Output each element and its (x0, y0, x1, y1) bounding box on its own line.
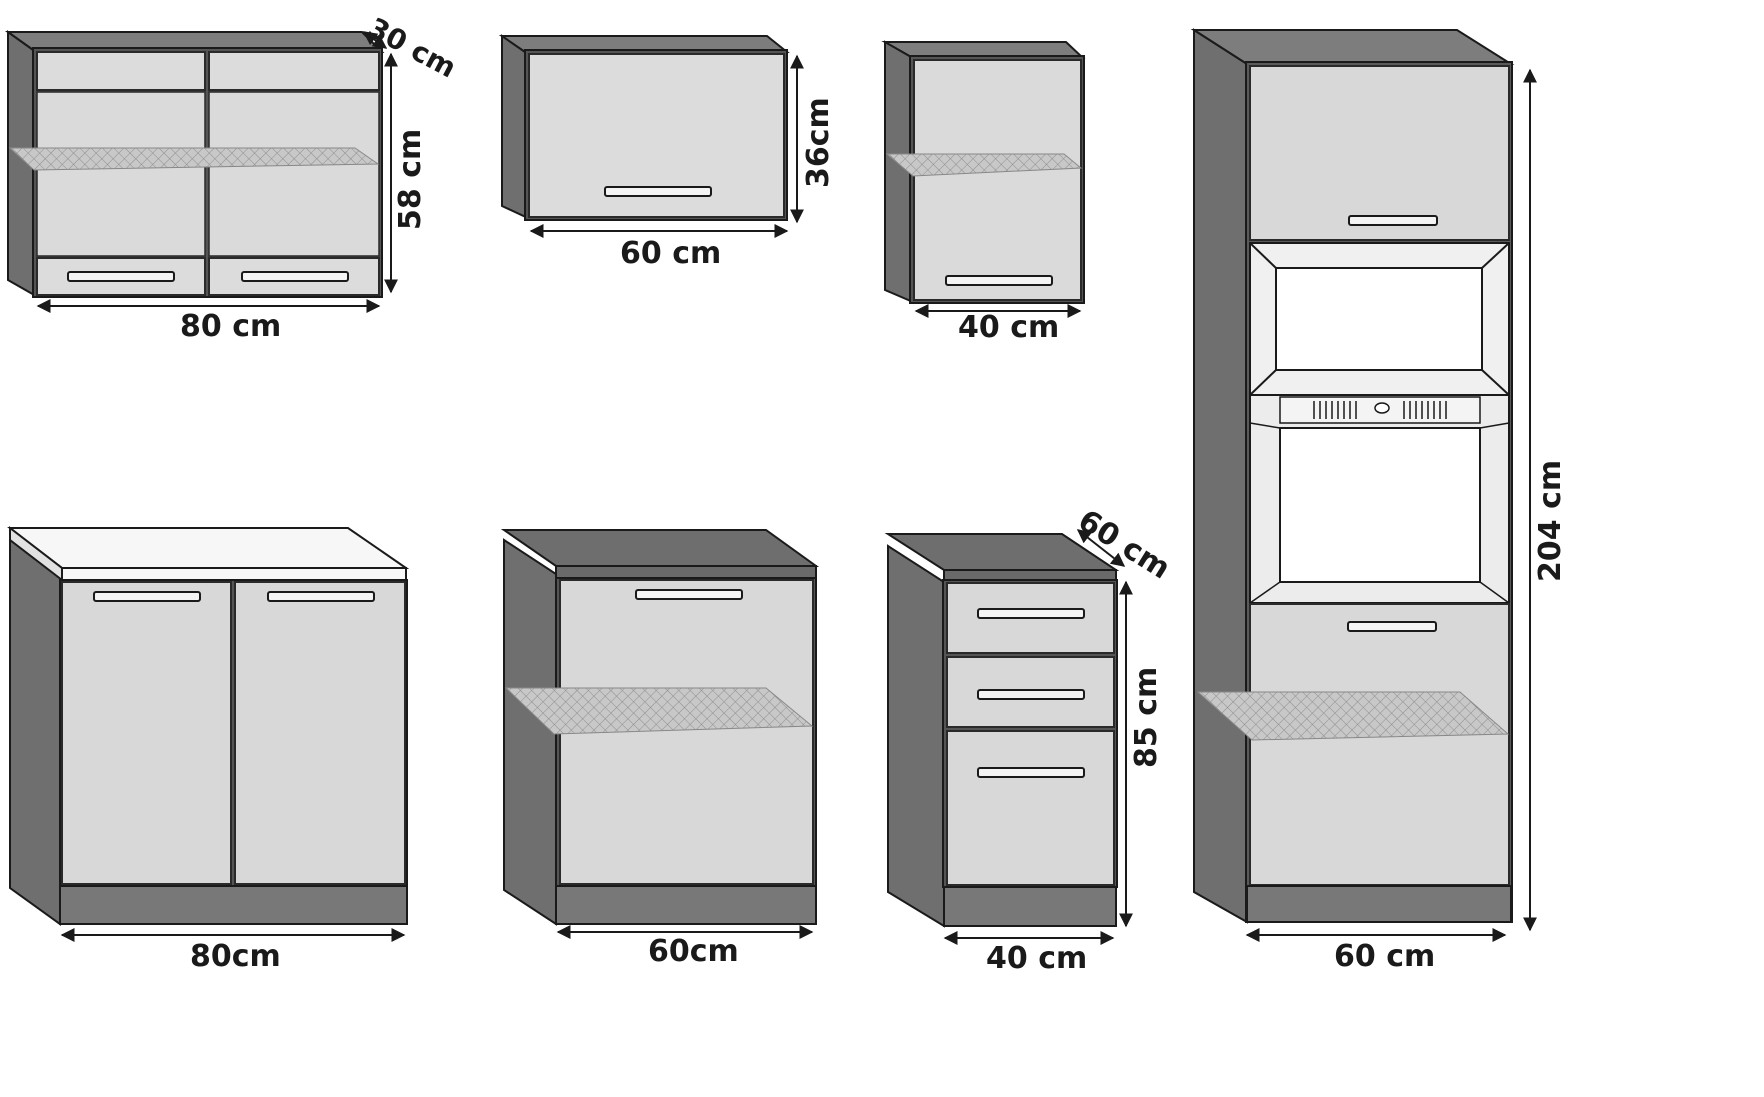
door-top-left (36, 51, 206, 91)
countertop-front (61, 567, 407, 581)
door-left (61, 581, 232, 885)
plinth (555, 885, 817, 925)
bar-handle-icon (1347, 621, 1437, 632)
bar-handle-icon (241, 271, 349, 282)
cabinet-side (503, 538, 557, 926)
dim-height-label: 85 cm (1129, 667, 1164, 768)
bar-handle-icon (977, 608, 1085, 619)
dim-arrow (1076, 529, 1126, 567)
cabinet-side (887, 544, 945, 928)
base-cabinet-80: 80cm (7, 525, 410, 974)
countertop (500, 529, 820, 567)
glass-shelf-icon (504, 687, 814, 735)
upper-door (1249, 65, 1510, 241)
oven-knob-icon (1374, 402, 1390, 414)
dim-height-label: 36cm (801, 97, 836, 188)
door-top-right (208, 51, 380, 91)
plinth (59, 885, 408, 925)
plinth (943, 886, 1117, 927)
cabinet-top (1190, 29, 1515, 65)
oven-vent-icon (1313, 401, 1447, 419)
glass-panel-right (208, 91, 380, 257)
door-front (913, 59, 1082, 301)
bar-handle-icon (635, 589, 743, 600)
countertop-front (555, 565, 817, 579)
wall-cabinet-40: 40 cm (881, 40, 1086, 345)
wall-cabinet-60: 36cm 60 cm (498, 34, 836, 271)
bar-handle-icon (977, 689, 1085, 700)
oven-niche (1249, 394, 1510, 604)
dim-width-label: 60 cm (620, 236, 721, 271)
dim-width-label: 80cm (190, 939, 281, 974)
dim-width-label: 60 cm (1334, 939, 1435, 974)
bar-handle-icon (977, 767, 1085, 778)
countertop (7, 527, 410, 569)
bar-handle-icon (67, 271, 175, 282)
bar-handle-icon (1348, 215, 1438, 226)
dim-width-label: 60cm (648, 934, 739, 969)
microwave-niche (1249, 242, 1510, 396)
glass-panel-left (36, 91, 206, 257)
bar-handle-icon (93, 591, 201, 602)
base-cabinet-60: 60cm (500, 529, 820, 969)
door-right (234, 581, 406, 885)
dim-height-label: 204 cm (1533, 460, 1568, 582)
plinth (1246, 885, 1512, 923)
glass-shelf-icon (885, 153, 1083, 177)
drawer-cabinet-40: 60 cm 85 cm 40 cm (884, 503, 1176, 976)
bar-handle-icon (945, 275, 1053, 286)
dim-width-label: 40 cm (958, 310, 1059, 345)
tall-oven-cabinet: 204 cm 60 cm (1190, 28, 1568, 974)
cabinet-side (9, 538, 61, 926)
bar-handle-icon (267, 591, 375, 602)
dim-arrow (362, 31, 388, 49)
wall-cabinet-80: 30 cm 58 cm 80 cm (4, 11, 462, 344)
dim-width-label: 80 cm (180, 309, 281, 344)
dim-width-label: 40 cm (986, 941, 1087, 976)
countertop (884, 533, 1120, 571)
cabinet-side (1193, 28, 1248, 924)
bar-handle-icon (604, 186, 712, 197)
lower-door (1249, 603, 1510, 886)
glass-shelf-icon (8, 147, 380, 171)
dim-height-label: 58 cm (393, 129, 428, 230)
drawer-front (946, 730, 1115, 886)
glass-shelf-icon (1196, 691, 1510, 741)
